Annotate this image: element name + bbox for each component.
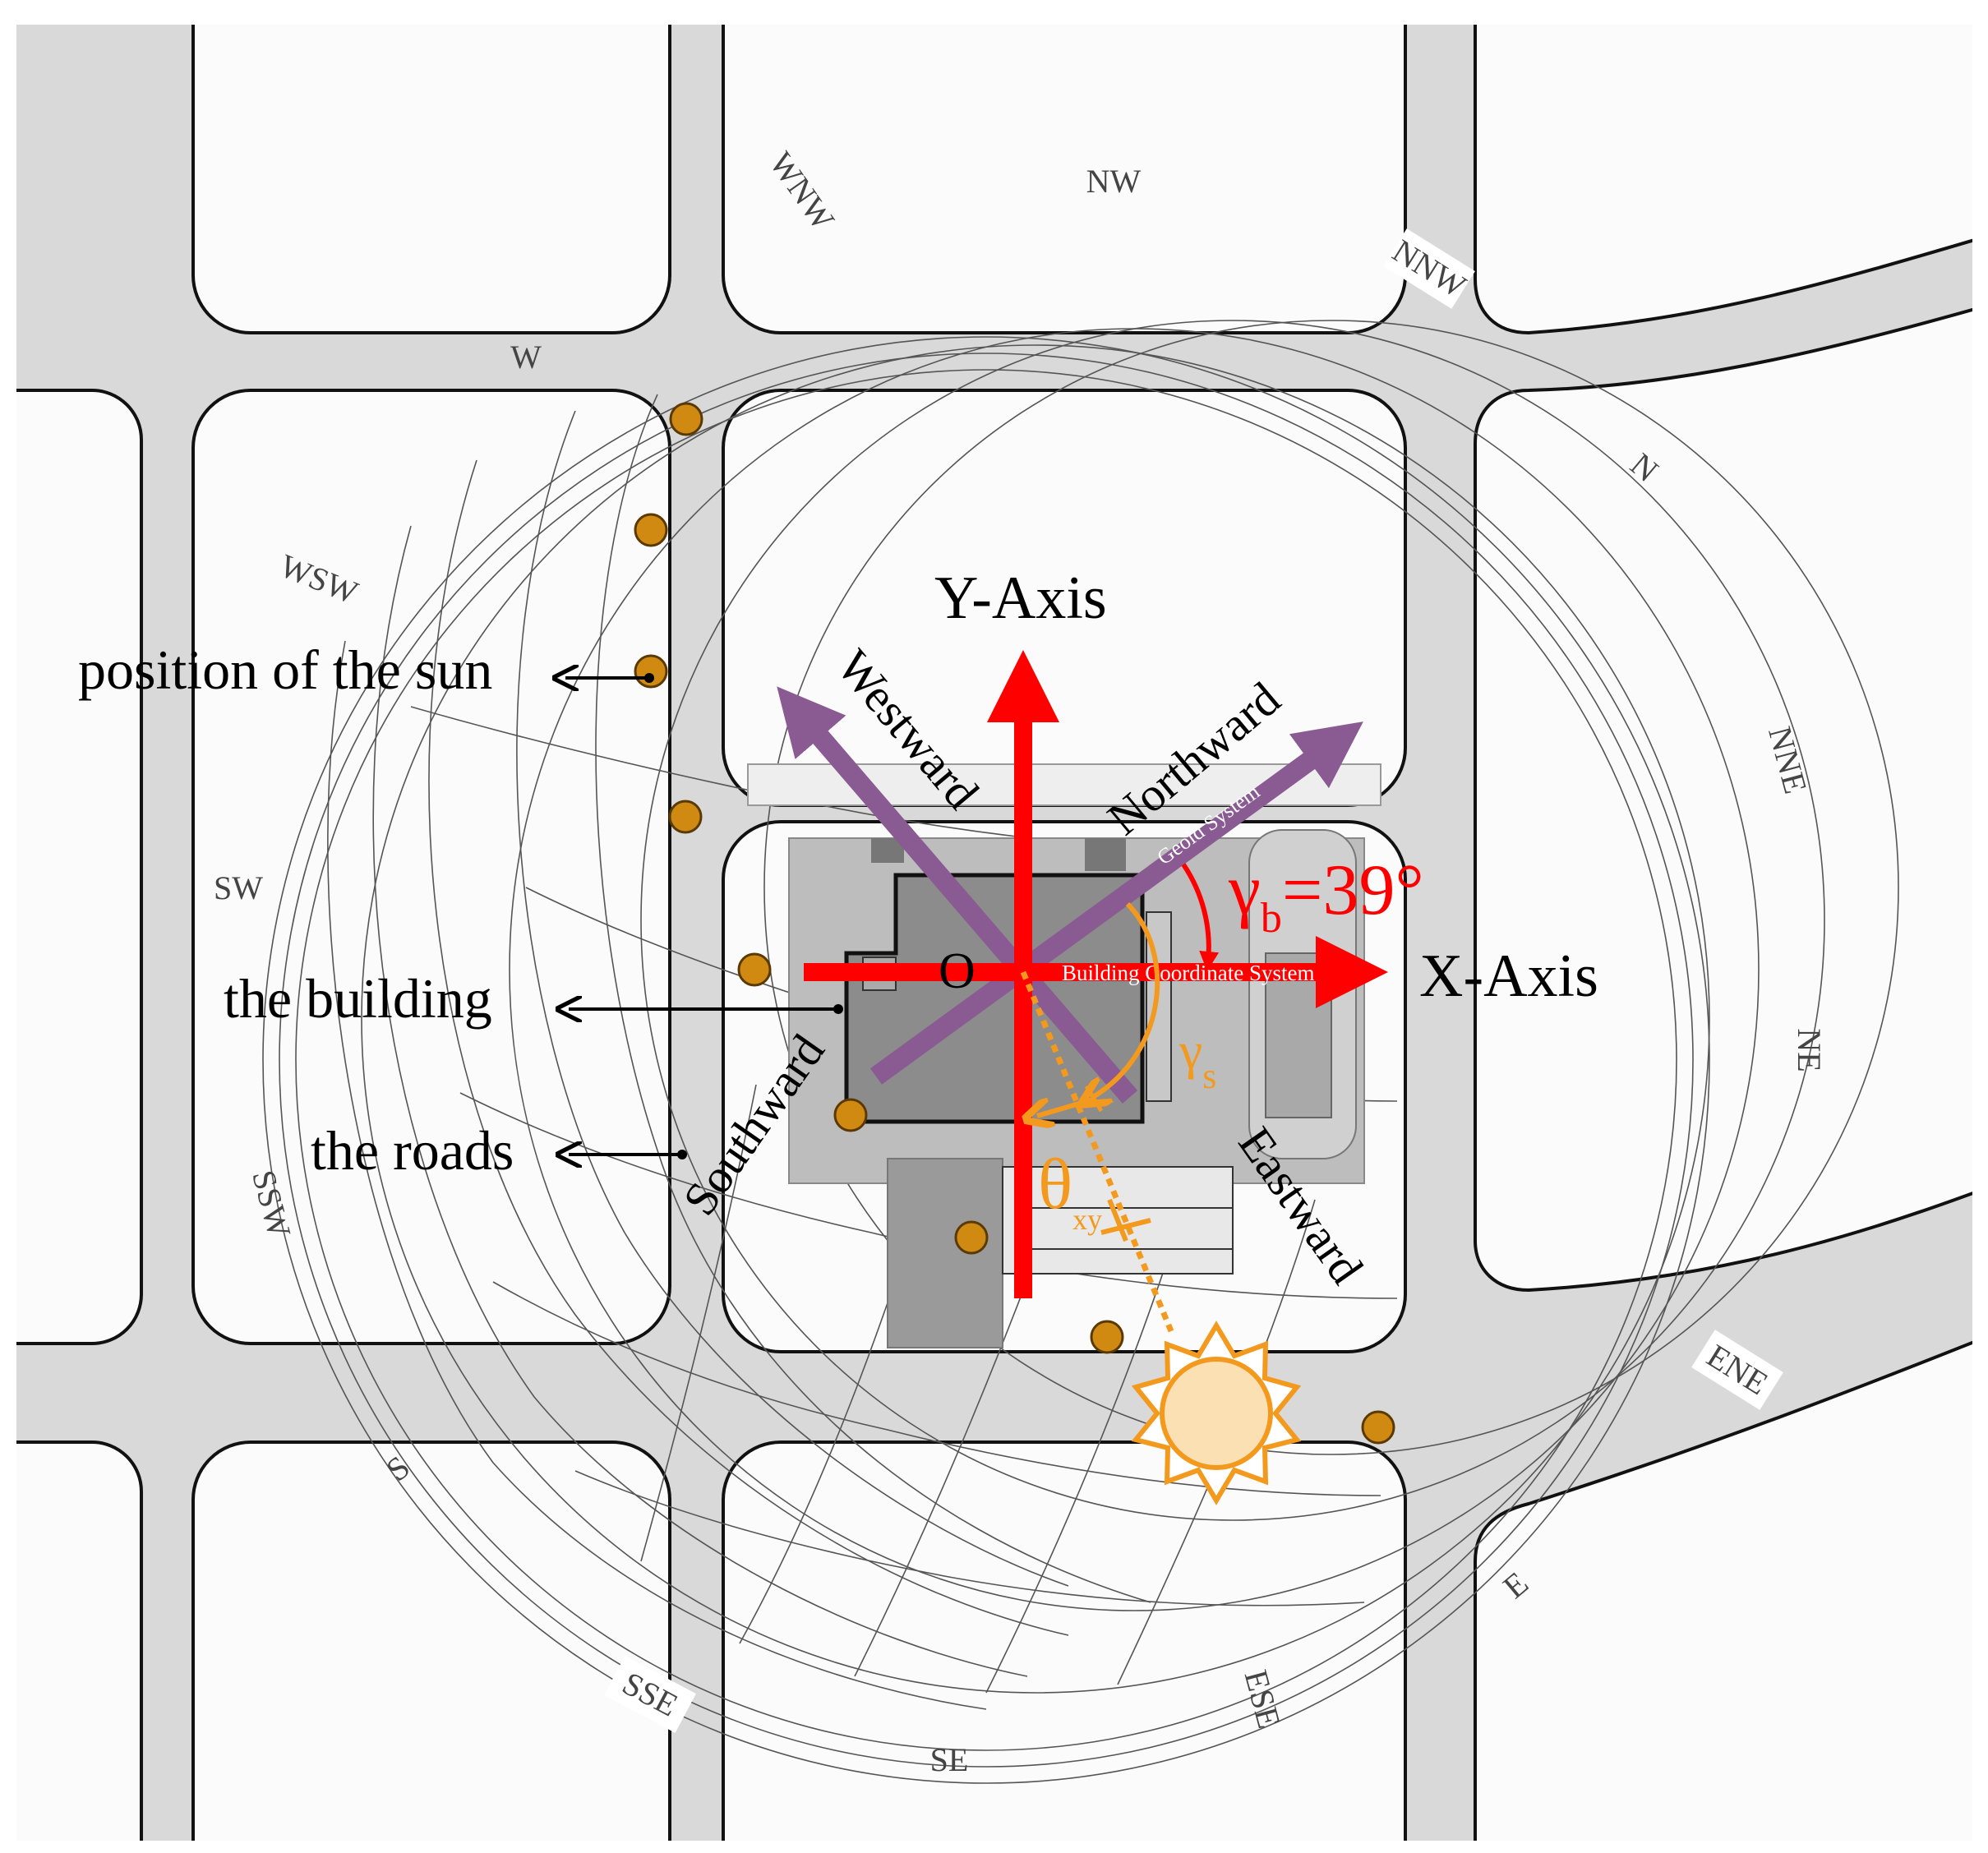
block-far-left-bottom — [16, 1440, 143, 1841]
compass-ne: NE — [1791, 1028, 1828, 1072]
block-bottom-left — [191, 1440, 671, 1841]
block-top-middle — [722, 25, 1407, 334]
y-axis-label: Y-Axis — [934, 565, 1107, 632]
svg-text:γb=39°: γb=39° — [1228, 850, 1424, 942]
gamma-s-symbol: γ — [1179, 1021, 1202, 1080]
sun-dot — [634, 513, 668, 547]
svg-text:γs: γs — [1179, 1021, 1216, 1096]
x-axis-label: X-Axis — [1419, 943, 1598, 1010]
gamma-b-annotation: γb=39° — [1181, 850, 1424, 971]
block-bottom-middle — [722, 1440, 1407, 1841]
sun-dot — [954, 1220, 989, 1255]
block-far-left-middle — [16, 389, 143, 1345]
svg-text:θxy: θxy — [1038, 1145, 1102, 1236]
callout-building-label: the building — [224, 967, 492, 1030]
sun-icon — [1131, 1321, 1302, 1505]
callouts: position of the sun the building the roa… — [78, 638, 843, 1182]
gamma-s-subscript: s — [1202, 1056, 1216, 1096]
callout-roads-label: the roads — [311, 1119, 514, 1182]
compass-nw: NW — [1086, 163, 1142, 200]
sun-dot — [833, 1098, 868, 1132]
callout-sun-label: position of the sun — [78, 638, 492, 701]
sun-dot — [1090, 1320, 1124, 1354]
compass-se: SE — [930, 1741, 969, 1778]
sun-dot — [1361, 1410, 1395, 1445]
building-site-plan — [747, 763, 1381, 1348]
sun-angle-annotations: γs θxy — [1023, 901, 1216, 1333]
compass-sw: SW — [214, 869, 263, 906]
building-coordinate-axes: Building Coordinate System — [804, 650, 1388, 1298]
block-right-middle — [1474, 307, 1972, 1293]
block-top-left — [191, 25, 671, 334]
building-coordinate-system-label: Building Coordinate System — [1062, 961, 1315, 985]
northward-arrow — [869, 721, 1363, 1085]
gamma-b-subscript: b — [1261, 895, 1282, 942]
theta-symbol: θ — [1038, 1145, 1072, 1224]
theta-subscript: xy — [1072, 1203, 1102, 1236]
origin-label: O — [939, 943, 976, 999]
gamma-b-value: =39° — [1282, 850, 1424, 930]
block-bottom-right — [1474, 1340, 1972, 1841]
gamma-b-symbol: γ — [1228, 850, 1261, 930]
compass-w: W — [510, 339, 542, 376]
block-top-right — [1474, 25, 1972, 335]
sun-dot — [668, 800, 703, 834]
sun-dot — [737, 952, 772, 987]
sun-dot — [669, 402, 703, 436]
westward-arrow — [777, 686, 1138, 1104]
